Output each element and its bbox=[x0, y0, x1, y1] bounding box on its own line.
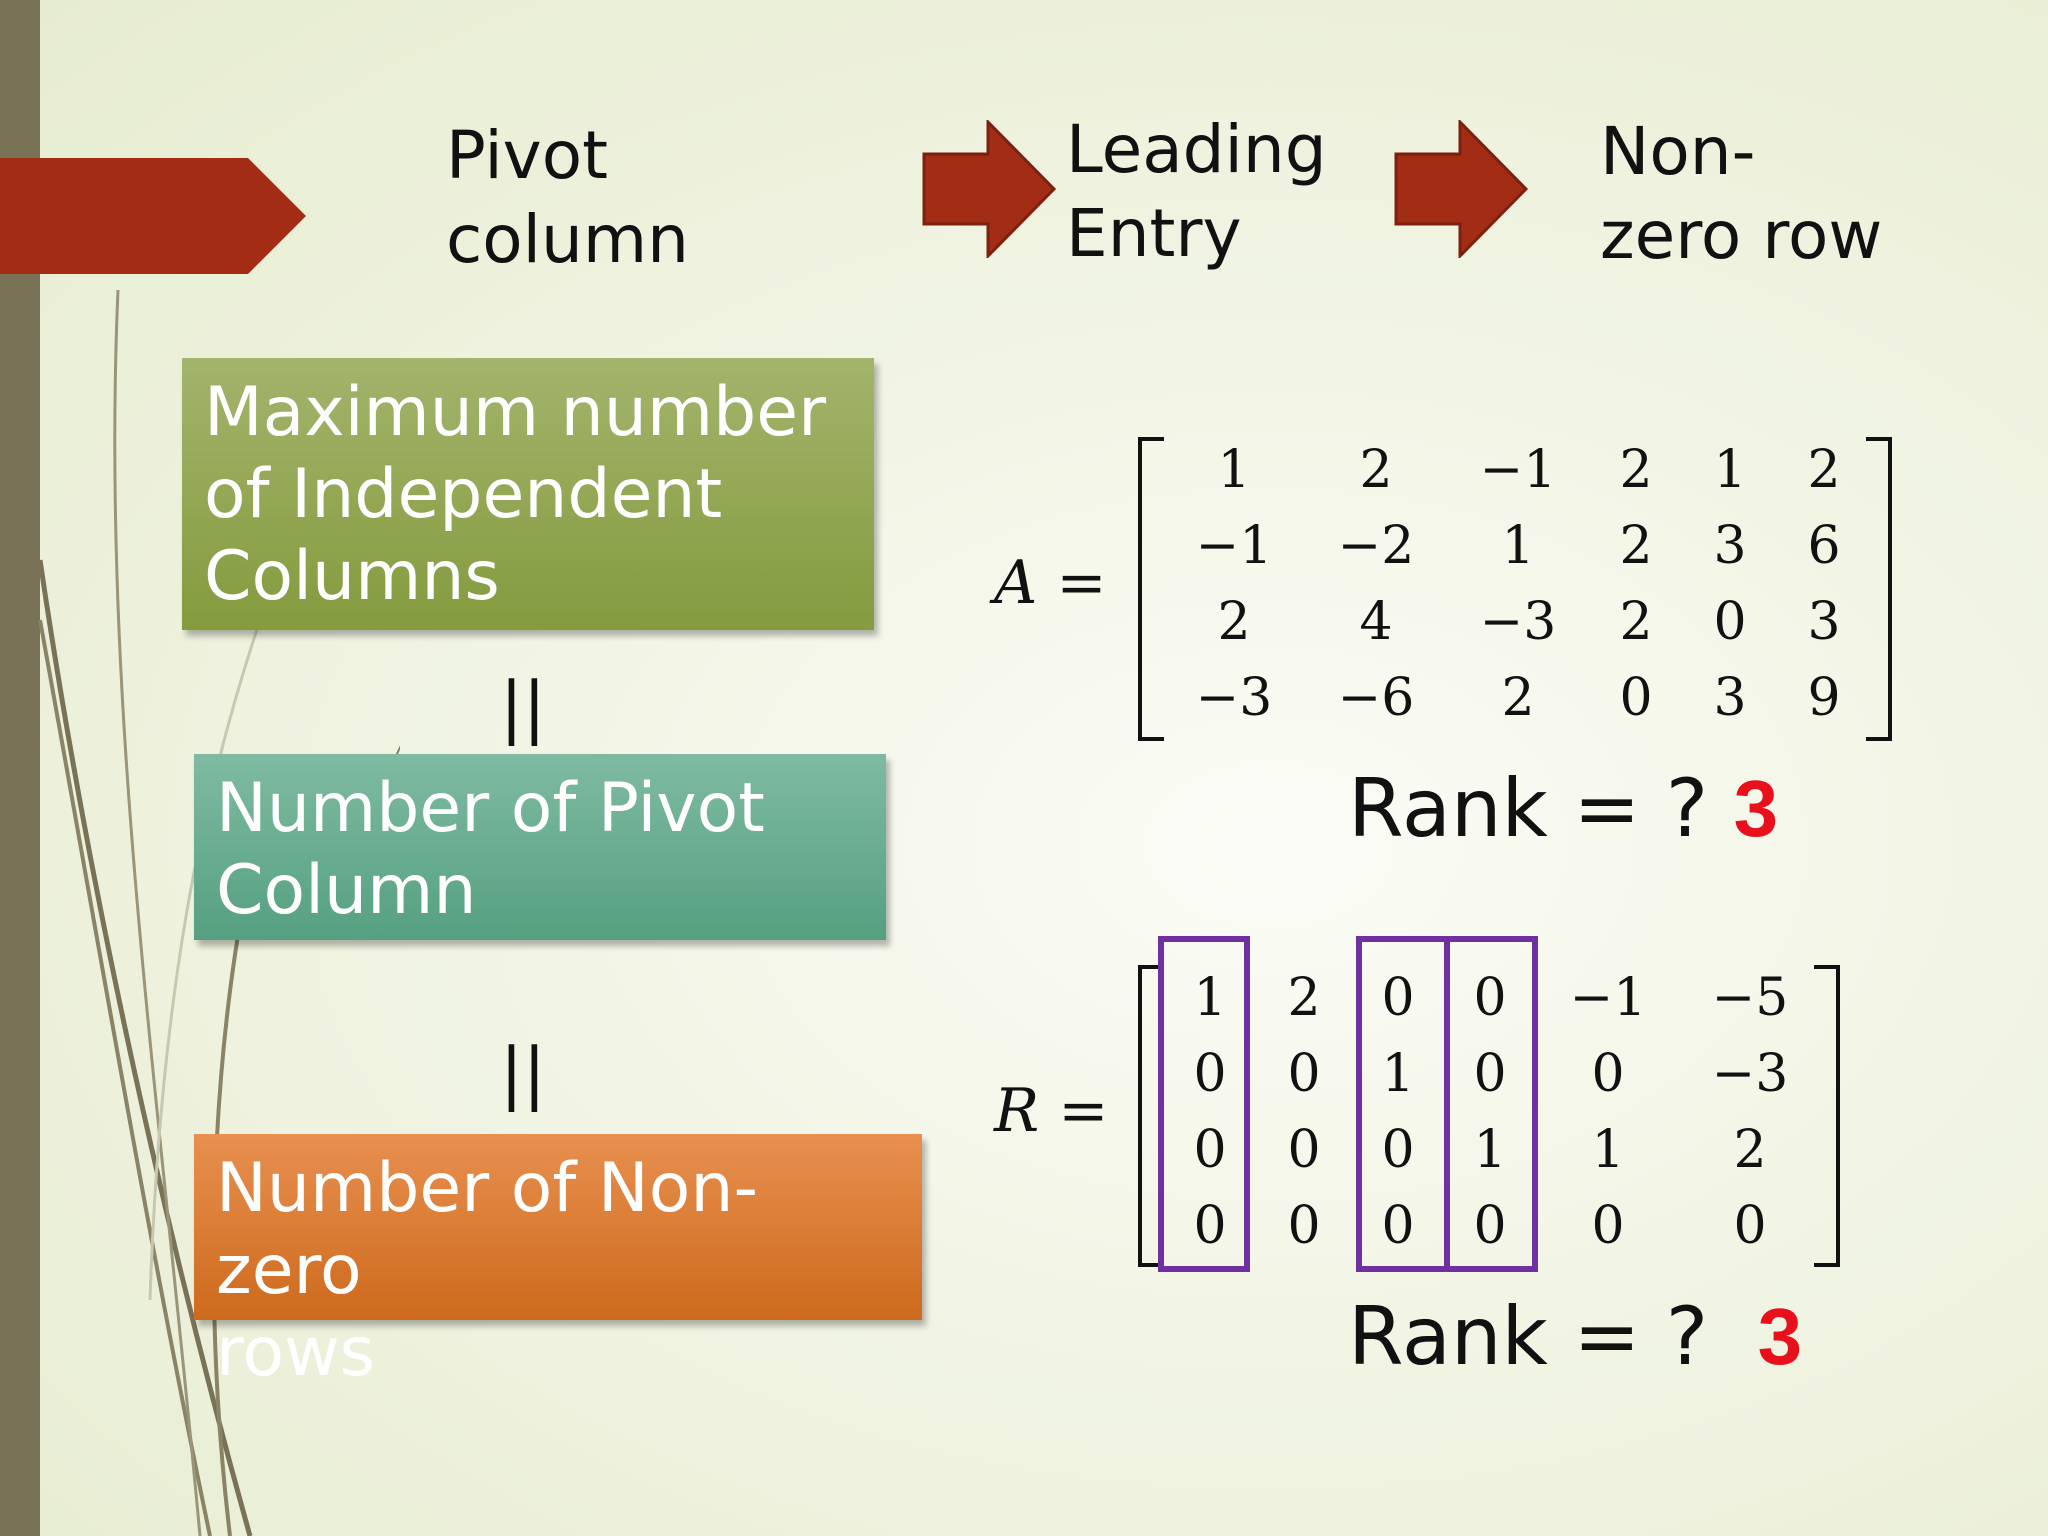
matrix-r-label: R = bbox=[994, 1076, 1109, 1146]
rank-r-label: Rank = ? bbox=[1348, 1290, 1709, 1383]
matrix-cell: 0 bbox=[1193, 1196, 1227, 1256]
matrix-cell: 0 bbox=[1193, 1044, 1227, 1104]
matrix-a-label: A = bbox=[994, 548, 1107, 618]
matrix-cell: 3 bbox=[1713, 668, 1747, 728]
left-bracket bbox=[1138, 437, 1164, 741]
matrix-cell: 4 bbox=[1359, 592, 1393, 652]
equality-symbol: || bbox=[500, 1034, 546, 1113]
matrix-cell: 0 bbox=[1473, 968, 1507, 1028]
matrix-cell: −1 bbox=[1479, 440, 1557, 500]
pivot-column-highlight bbox=[1158, 936, 1250, 1272]
matrix-cell: −5 bbox=[1711, 968, 1789, 1028]
matrix-cell: 1 bbox=[1713, 440, 1747, 500]
matrix-cell: 3 bbox=[1807, 592, 1841, 652]
matrix-cell: 2 bbox=[1619, 440, 1653, 500]
matrix-cell: 2 bbox=[1619, 516, 1653, 576]
header-leading-entry: Leading Entry bbox=[1066, 111, 1327, 272]
matrix-cell: 0 bbox=[1381, 1196, 1415, 1256]
matrix-cell: 0 bbox=[1713, 592, 1747, 652]
independent-columns-box: Maximum number of Independent Columns bbox=[182, 358, 874, 630]
matrix-cell: 3 bbox=[1713, 516, 1747, 576]
right-arrow-icon bbox=[922, 120, 1057, 258]
equality-symbol: || bbox=[500, 668, 546, 747]
matrix-cell: −3 bbox=[1195, 668, 1273, 728]
matrix-cell: 2 bbox=[1359, 440, 1393, 500]
right-bracket bbox=[1866, 437, 1892, 741]
matrix-cell: 0 bbox=[1381, 1120, 1415, 1180]
rank-r-answer: 3 bbox=[1757, 1292, 1803, 1381]
matrix-cell: 0 bbox=[1287, 1120, 1321, 1180]
nonzero-rows-box: Number of Non-zero rows bbox=[194, 1134, 922, 1392]
matrix-cell: 2 bbox=[1501, 668, 1535, 728]
matrix-cell: 0 bbox=[1287, 1196, 1321, 1256]
matrix-cell: 6 bbox=[1807, 516, 1841, 576]
matrix-cell: 0 bbox=[1591, 1044, 1625, 1104]
matrix-cell: 2 bbox=[1733, 1120, 1767, 1180]
matrix-cell: 0 bbox=[1473, 1044, 1507, 1104]
matrix-cell: 1 bbox=[1501, 516, 1535, 576]
pivot-count-box: Number of Pivot Column bbox=[194, 754, 886, 940]
rank-a-answer: 3 bbox=[1733, 764, 1779, 853]
matrix-cell: 2 bbox=[1217, 592, 1251, 652]
matrix-cell: 2 bbox=[1619, 592, 1653, 652]
rank-r-line: Rank = ? 3 bbox=[1348, 1290, 1802, 1383]
matrix-cell: −1 bbox=[1569, 968, 1647, 1028]
left-bracket bbox=[1138, 965, 1164, 1267]
header-nonzero-row: Non- zero row bbox=[1600, 113, 1883, 274]
matrix-cell: 1 bbox=[1381, 1044, 1415, 1104]
matrix-cell: −2 bbox=[1337, 516, 1415, 576]
right-arrow-icon bbox=[1394, 120, 1529, 258]
matrix-cell: 0 bbox=[1193, 1120, 1227, 1180]
matrix-cell: 2 bbox=[1807, 440, 1841, 500]
matrix-cell: 0 bbox=[1591, 1196, 1625, 1256]
matrix-cell: −6 bbox=[1337, 668, 1415, 728]
right-bracket bbox=[1814, 965, 1840, 1267]
header-tab-shape bbox=[0, 158, 306, 274]
matrix-cell: −3 bbox=[1711, 1044, 1789, 1104]
matrix-cell: 9 bbox=[1807, 668, 1841, 728]
matrix-cell: 0 bbox=[1287, 1044, 1321, 1104]
matrix-cell: −3 bbox=[1479, 592, 1557, 652]
matrix-cell: 1 bbox=[1217, 440, 1251, 500]
matrix-cell: 0 bbox=[1381, 968, 1415, 1028]
matrix-cell: 0 bbox=[1619, 668, 1653, 728]
matrix-cell: 1 bbox=[1193, 968, 1227, 1028]
rank-a-line: Rank = ? 3 bbox=[1348, 762, 1778, 855]
pivot-column-highlight bbox=[1444, 936, 1538, 1272]
matrix-cell: 1 bbox=[1591, 1120, 1625, 1180]
matrix-cell: 0 bbox=[1473, 1196, 1507, 1256]
matrix-cell: 2 bbox=[1287, 968, 1321, 1028]
rank-a-label: Rank = ? bbox=[1348, 762, 1709, 855]
matrix-cell: −1 bbox=[1195, 516, 1273, 576]
header-pivot-column: Pivot column bbox=[446, 117, 689, 278]
matrix-cell: 1 bbox=[1473, 1120, 1507, 1180]
matrix-cell: 0 bbox=[1733, 1196, 1767, 1256]
